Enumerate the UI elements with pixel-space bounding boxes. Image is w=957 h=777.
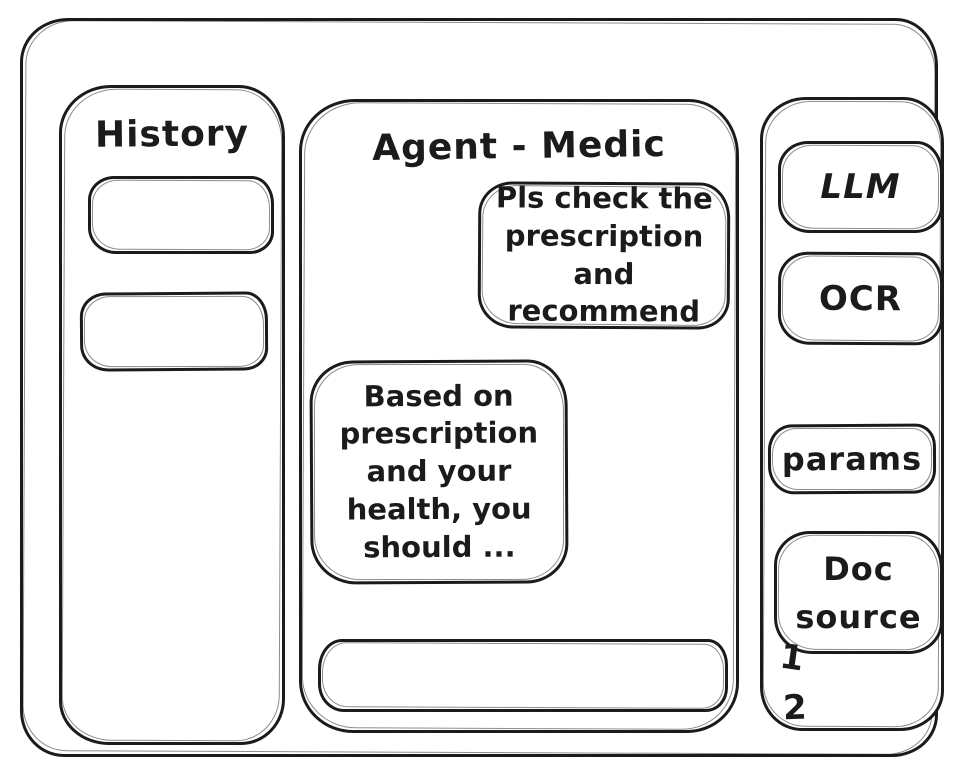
user-message-text: Pls check the prescription and recommend	[495, 180, 713, 329]
agent-message-bubble: Based on prescription and your health, y…	[309, 359, 569, 585]
history-item[interactable]	[79, 291, 269, 372]
agent-message-text: Based on prescription and your health, y…	[339, 378, 539, 564]
history-panel: History	[59, 85, 285, 745]
chat-panel-title: Agent - Medic	[371, 123, 667, 170]
llm-button[interactable]: LLM	[778, 141, 943, 233]
doc-source-button[interactable]: Doc source	[774, 531, 943, 654]
history-item[interactable]	[88, 176, 274, 254]
tools-panel: LLM OCR params Doc source 1 2	[760, 97, 944, 731]
step-marker-1: 1	[777, 636, 807, 680]
history-panel-title: History	[94, 113, 250, 156]
chat-panel: Agent - Medic Pls check the prescription…	[299, 99, 739, 733]
params-button[interactable]: params	[767, 423, 937, 495]
step-marker-2: 2	[782, 687, 808, 729]
user-message-bubble: Pls check the prescription and recommend	[477, 180, 731, 330]
app-frame: History Agent - Medic Pls check the pres…	[20, 18, 944, 757]
ocr-button[interactable]: OCR	[777, 251, 944, 346]
chat-message-input[interactable]	[318, 639, 728, 712]
